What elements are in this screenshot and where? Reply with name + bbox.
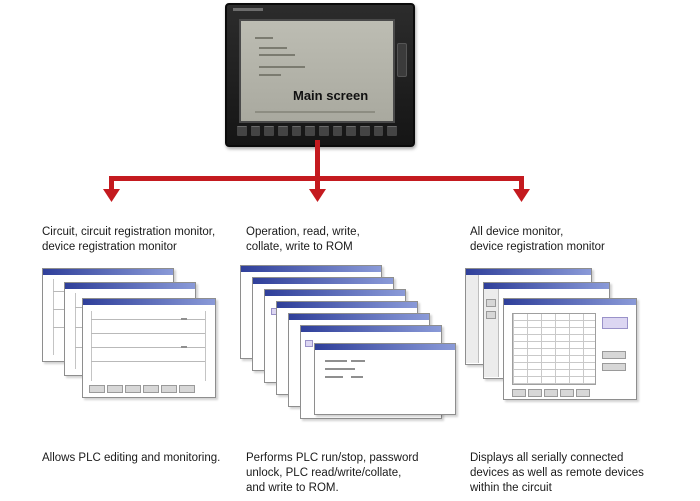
arrowhead-right — [513, 189, 530, 202]
caption-line: Performs PLC run/stop, password — [246, 452, 419, 464]
arrowhead-left — [103, 189, 120, 202]
operation-window — [314, 343, 456, 415]
caption-line: within the circuit — [470, 482, 552, 494]
heading-line: device registration monitor — [42, 241, 177, 253]
circuit-window-stack — [42, 268, 227, 418]
brand-logo — [233, 8, 263, 11]
connector-drop-center — [315, 176, 320, 190]
connector-stem — [315, 140, 320, 180]
device-display — [239, 19, 395, 123]
device-function-keys — [237, 126, 398, 136]
caption-line: devices as well as remote devices — [470, 467, 644, 479]
caption-operation: Performs PLC run/stop, password unlock, … — [246, 451, 419, 496]
column-heading-operation: Operation, read, write, collate, write t… — [246, 225, 360, 255]
caption-line: Displays all serially connected — [470, 452, 624, 464]
heading-line: Operation, read, write, — [246, 226, 360, 238]
connector-drop-right — [519, 176, 524, 190]
arrowhead-center — [309, 189, 326, 202]
operation-window-stack — [240, 265, 460, 419]
heading-line: Circuit, circuit registration monitor, — [42, 226, 216, 238]
heading-line: All device monitor, — [470, 226, 564, 238]
caption-line: Allows PLC editing and monitoring. — [42, 452, 221, 464]
column-heading-circuit: Circuit, circuit registration monitor, d… — [42, 225, 215, 255]
caption-line: unlock, PLC read/write/collate, — [246, 467, 402, 479]
device-monitor-window-stack — [465, 268, 650, 418]
connector-drop-left — [109, 176, 114, 190]
main-screen-device: Main screen — [225, 3, 415, 147]
main-screen-label: Main screen — [293, 88, 369, 103]
circuit-window — [82, 298, 216, 398]
device-side-button — [397, 43, 407, 77]
heading-line: device registration monitor — [470, 241, 605, 253]
caption-device-monitor: Displays all serially connected devices … — [470, 451, 644, 496]
device-monitor-window — [503, 298, 637, 400]
caption-circuit: Allows PLC editing and monitoring. — [42, 451, 220, 466]
caption-line: and write to ROM. — [246, 482, 339, 494]
column-heading-device-monitor: All device monitor, device registration … — [470, 225, 605, 255]
heading-line: collate, write to ROM — [246, 241, 353, 253]
